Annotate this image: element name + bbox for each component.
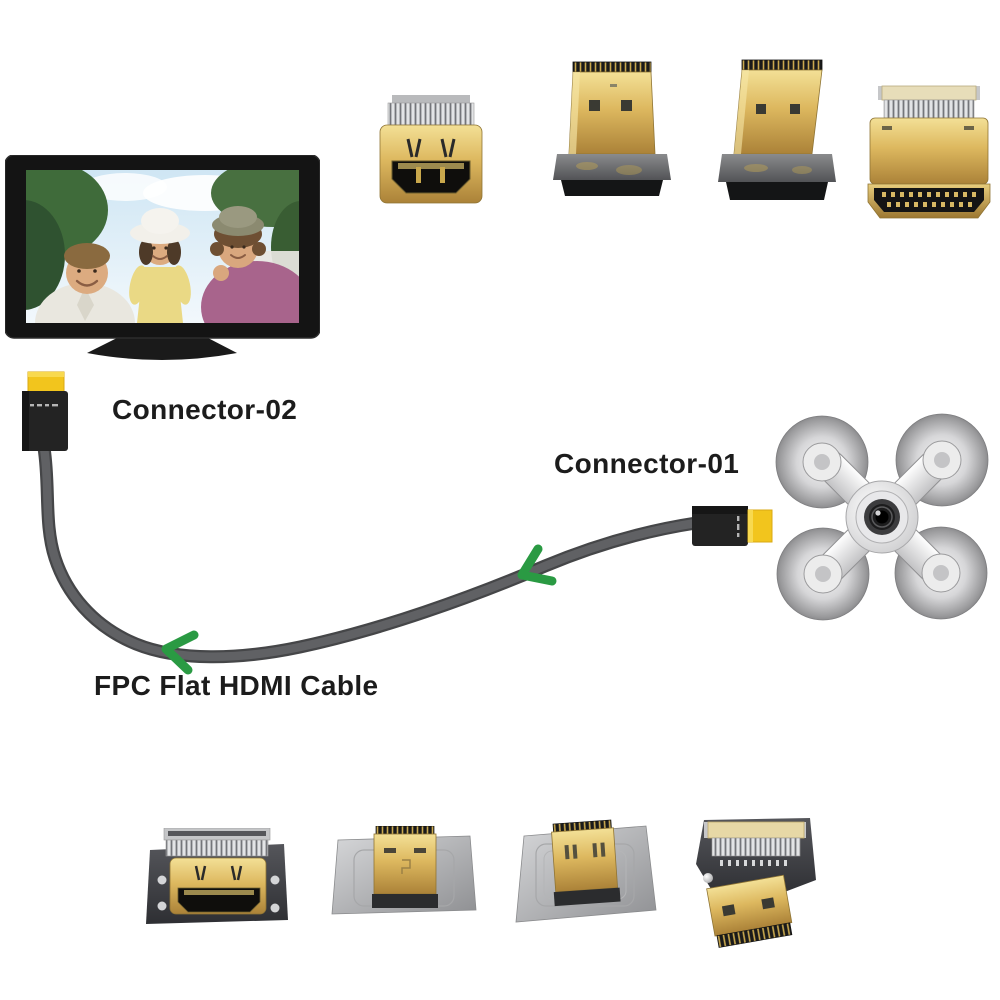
mini-hdmi-male-angled-plug-image <box>515 819 657 923</box>
camera-lens-icon <box>864 499 900 535</box>
plug-print-marks <box>30 404 58 407</box>
cable-arrow-icon <box>517 544 557 586</box>
rotor-mounts <box>802 440 962 594</box>
plug-pins <box>882 192 976 207</box>
drone-image <box>775 413 989 621</box>
mini-hdmi-male-upright-plug-image <box>331 826 477 915</box>
hdmi-male-up-plug-reversed-image <box>718 59 836 200</box>
tv-screen-photo <box>26 170 299 323</box>
tv-image <box>5 155 320 360</box>
mini-hdmi-female-fpc-adapter-image <box>146 828 288 924</box>
connector-02-plug-image <box>22 371 68 451</box>
gold-plug <box>551 819 621 907</box>
plug-print-marks <box>737 516 740 537</box>
cable-name-label: FPC Flat HDMI Cable <box>94 670 379 701</box>
socket-spring-slots <box>194 865 243 881</box>
hdmi-female-fpc-adapter-image <box>379 95 483 204</box>
tv-stand <box>87 338 237 360</box>
hdmi-male-straight-fpc-plug-image <box>867 85 991 219</box>
connector-01-plug-image <box>692 506 773 546</box>
connector-02-label: Connector-02 <box>112 394 298 425</box>
hdmi-male-up-plug-image <box>553 61 671 196</box>
connector-01-label: Connector-01 <box>554 448 740 479</box>
gold-plug <box>706 874 793 948</box>
socket-spring-slots <box>406 138 456 158</box>
cable-arrow-icon <box>161 630 199 675</box>
pcb-pins <box>720 860 787 866</box>
mini-hdmi-male-down-angle-fpc-plug-image <box>696 818 816 948</box>
